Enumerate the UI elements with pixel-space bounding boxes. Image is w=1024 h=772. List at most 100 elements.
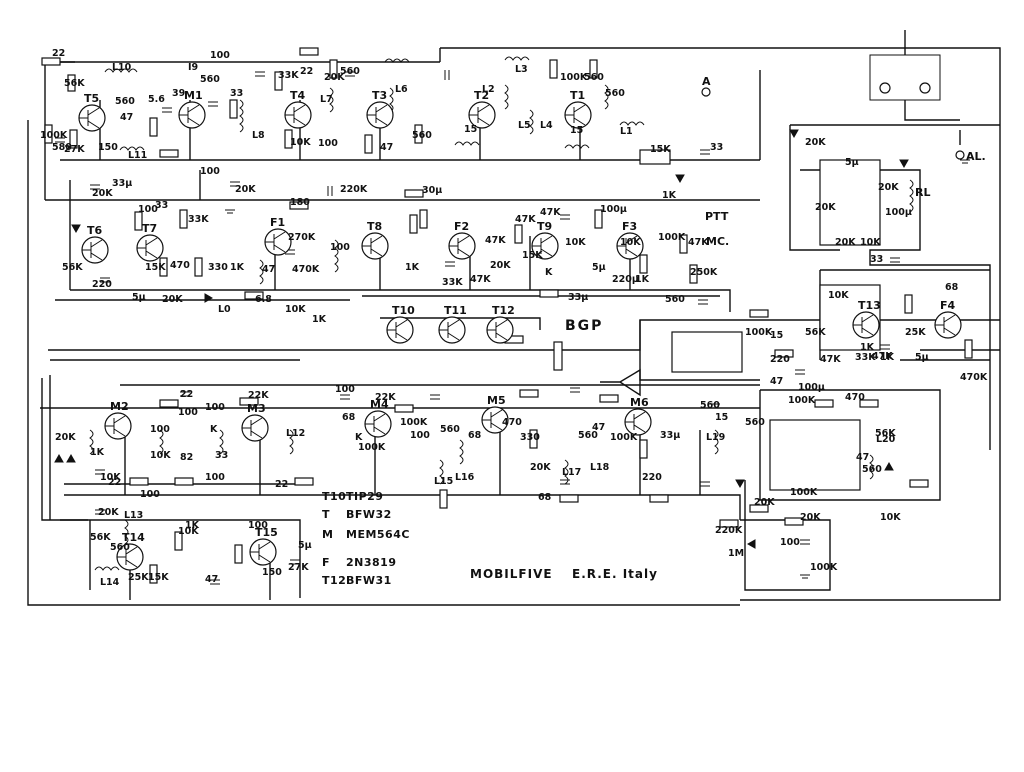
transistor-label: T15 (255, 526, 278, 539)
component-value: 56K (64, 78, 85, 89)
component-value: 100K (658, 232, 686, 243)
legend: T10 TIP29 T BFW32 M MEM564C F 2N3819 T12… (322, 490, 409, 587)
component-value: K (210, 424, 218, 435)
component-value: 150 (98, 142, 118, 153)
component-value: 5µ (298, 540, 312, 551)
component-value: 20K (835, 237, 856, 248)
transistor-t1: T1 (564, 89, 592, 129)
component-value: 22 (52, 48, 65, 59)
component-value: 6.8 (255, 294, 272, 305)
component-value: 20K (815, 202, 836, 213)
component-value: 10K (100, 472, 121, 483)
component-value: 470 (170, 260, 190, 271)
component-value: L8 (252, 130, 265, 141)
component-value: 47 (120, 112, 133, 123)
component-value: 33 (230, 88, 243, 99)
component-value: 20K (878, 182, 899, 193)
component-value: L13 (124, 510, 143, 521)
component-value: 100 (140, 489, 160, 500)
component-value: 560 (700, 400, 720, 411)
bgp-block-label: BGP (565, 318, 603, 334)
component-value: 560 (578, 430, 598, 441)
component-value: 1M (728, 548, 744, 559)
transistor-m2: M2 (104, 400, 132, 440)
transistor-t13: T13 (852, 299, 881, 339)
transistor-label: T5 (84, 92, 99, 105)
component-value: 470K (292, 264, 320, 275)
component-value: L5 (518, 120, 531, 131)
transistor-t5: T5 (78, 92, 106, 132)
component-value: 10K (290, 137, 311, 148)
component-value: 47 (592, 422, 605, 433)
component-value: 33µ (112, 178, 132, 189)
capacitors (55, 70, 900, 585)
component-value: L11 (128, 150, 147, 161)
component-value: 56K (62, 262, 83, 273)
component-value: 100 (150, 424, 170, 435)
component-value: 100µ (600, 204, 627, 215)
component-value: 33µ (568, 292, 588, 303)
component-value: 560 (665, 294, 685, 305)
component-value: 220µ (612, 274, 639, 285)
component-value: 27K (288, 562, 309, 573)
component-value: 560 (862, 464, 882, 475)
transistor-label: F1 (270, 216, 285, 229)
component-value: 560 (115, 96, 135, 107)
component-value: L18 (590, 462, 610, 473)
component-value: 20K (530, 462, 551, 473)
component-value: 33K (188, 214, 209, 225)
component-value: 15K (148, 572, 169, 583)
transistor-label: T2 (474, 89, 489, 102)
component-value: 10K (860, 237, 881, 248)
transistor-label: F4 (940, 299, 956, 312)
component-value: L19 (706, 432, 725, 443)
component-value: 15 (715, 412, 728, 423)
component-value: 580 (52, 142, 72, 153)
component-value: 33K (855, 352, 876, 363)
component-value: 1K (880, 352, 895, 363)
transistor-label: T12 (492, 304, 515, 317)
component-value: 47K (872, 351, 893, 362)
transistor-label: M5 (487, 394, 506, 407)
transistor-label: M3 (247, 402, 266, 415)
component-value: 22 (275, 479, 288, 490)
component-value: 15 (570, 125, 583, 136)
component-value: 560 (605, 88, 625, 99)
component-value: 22K (375, 392, 396, 403)
component-value: 100K (745, 327, 773, 338)
transistor-label: T1 (570, 89, 585, 102)
component-value: 1K (635, 274, 650, 285)
transistor-m5: M5 (481, 394, 509, 434)
component-value: 250K (690, 267, 718, 278)
component-value: 20K (805, 137, 826, 148)
component-value: L12 (286, 428, 305, 439)
title-maker: E.R.E. Italy (572, 567, 658, 581)
component-value: 47 (380, 142, 393, 153)
component-value: 15 (770, 330, 783, 341)
transistor-label: T10 (392, 304, 415, 317)
transistor-label: T3 (372, 89, 387, 102)
transistor-m1: M1 (178, 89, 206, 129)
component-value: 270K (288, 232, 316, 243)
component-value: L4 (540, 120, 553, 131)
wiring (27, 30, 1001, 606)
ic-blocks (671, 159, 881, 491)
component-value: 100 (205, 402, 225, 413)
legend-type-0: TIP29 (346, 490, 383, 503)
transistor-label: M6 (630, 396, 649, 409)
transistor-f1: F1 (264, 216, 292, 256)
component-value: K (355, 432, 363, 443)
component-value: 100K (790, 487, 818, 498)
component-value: 82 (180, 452, 193, 463)
component-value: 56K (875, 428, 896, 439)
transistor-t14: T14 (116, 531, 145, 571)
component-value: 33 (710, 142, 723, 153)
component-value: 68 (945, 282, 959, 293)
component-value: L7 (320, 94, 333, 105)
component-value: 15K (145, 262, 166, 273)
component-value: 47 (262, 264, 275, 275)
component-value: 10K (828, 290, 849, 301)
component-value: 22 (300, 66, 313, 77)
